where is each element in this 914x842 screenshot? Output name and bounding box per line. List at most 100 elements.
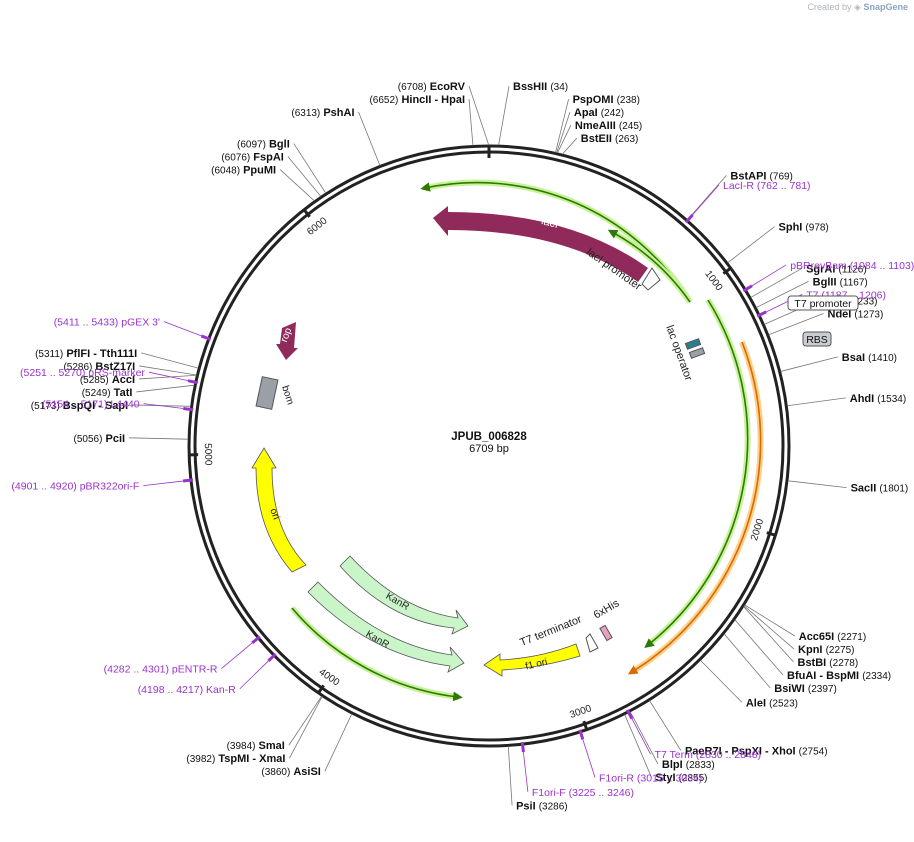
f1-ori-label: f1 ori: [524, 657, 548, 673]
plasmid-name: JPUB_006828: [451, 431, 527, 443]
primer-layer: LacI-R (762 .. 781) pBRrevBam (1084 .. 11…: [11, 180, 914, 799]
primer-connector: [148, 371, 189, 382]
site-connector: [649, 700, 682, 751]
orf-arc-small-line: [607, 229, 691, 303]
site-connector: [288, 695, 322, 746]
tick-label: 1000: [702, 269, 724, 294]
tick-label: 5000: [202, 443, 214, 466]
tick-label: 3000: [568, 703, 593, 721]
site-label-bfuai: BfuAI - BspMI (2334): [787, 670, 891, 682]
primer-connector: [631, 718, 651, 755]
primer-connector: [239, 660, 269, 690]
site-connector: [734, 619, 784, 676]
primer-connector: [163, 321, 202, 337]
site-label-sphi: SphI (978): [779, 222, 829, 234]
primer-label: (4901 .. 4920) pBR322ori-F: [11, 481, 139, 493]
site-label-styi: StyI (2855): [655, 772, 707, 784]
primer-mark: [187, 379, 199, 385]
site-connector: [289, 696, 323, 759]
site-connector: [787, 397, 846, 407]
site-connector: [700, 659, 743, 703]
site-label-asisi: (3860) AsiSI: [261, 766, 320, 778]
site-connector: [768, 313, 824, 336]
site-label-pspomi: PspOMI (238): [573, 94, 640, 106]
site-connector: [507, 746, 513, 806]
site-connector: [727, 226, 775, 263]
primer-mark: [520, 741, 525, 753]
t7-promoter-label: T7 promoter: [794, 298, 852, 310]
lacI-label: lacI: [540, 215, 560, 231]
primer-label: LacI-R (762 .. 781): [723, 180, 811, 192]
site-label-alei: AleI (2523): [746, 697, 798, 709]
primer-mark: [684, 213, 694, 224]
6xHis-box: [599, 624, 613, 642]
primer-label: (4198 .. 4217) Kan-R: [138, 684, 236, 696]
site-label-pshai: (6313) PshAI: [291, 107, 354, 119]
site-connector: [498, 86, 510, 146]
site-connector: [139, 365, 197, 376]
site-label-fspai: (6076) FspAI: [221, 152, 284, 164]
credit-brand: SnapGene: [863, 2, 908, 12]
tick-label: 6000: [305, 215, 330, 238]
site-connector: [136, 384, 195, 393]
site-layer: BssHII (34) PspOMI (238)ApaI (242)NmeAIII…: [31, 81, 908, 812]
rbs-label: RBS: [806, 334, 828, 346]
primer-mark: [626, 709, 634, 720]
site-label-sgrai: SgrAI (1126): [806, 263, 867, 275]
lac-operator-box-1: [684, 338, 702, 350]
ori-arrow: [251, 447, 307, 573]
f1-ori-arrow: [483, 643, 581, 677]
primer-connector: [751, 264, 787, 287]
site-connector: [139, 374, 197, 380]
site-connector: [324, 713, 353, 772]
site-label-pflfi: (5311) PflFI - Tth111I: [35, 348, 137, 360]
orf-arc-bottom-line: [291, 607, 463, 702]
primer-connector: [143, 480, 184, 486]
site-label-bsshii: BssHII (34): [513, 81, 568, 93]
site-connector: [358, 111, 381, 166]
site-label-bsteii: BstEII (263): [581, 133, 639, 145]
primer-mark: [742, 284, 753, 293]
site-label-pcii: (5056) PciI: [74, 433, 126, 445]
site-label-bstz17i: (5286) BstZ17I: [63, 361, 135, 373]
site-connector: [555, 99, 569, 153]
site-connector: [756, 280, 809, 308]
site-connector: [750, 267, 803, 298]
site-connector: [687, 175, 727, 221]
primer-label: pBRrevBam (1084 .. 1103): [790, 260, 914, 272]
kanR-arrow-2: [307, 581, 465, 673]
bom-box: [255, 376, 279, 410]
6xHis-label: 6xHis: [592, 597, 622, 621]
site-connector: [293, 143, 327, 194]
tick-mark-3000: [582, 720, 589, 732]
site-label-kpni: KpnI (2275): [798, 644, 854, 656]
primer-mark: [183, 407, 194, 412]
site-label-paer7i: PaeR7I - PspXI - XhoI (2754): [685, 746, 828, 758]
site-connector: [557, 125, 572, 154]
t7-promoter-box: [787, 295, 859, 311]
primer-connector: [692, 184, 720, 216]
lacI-promoter-arrow: [641, 267, 661, 291]
site-label-ppumi: (6048) PpuMI: [211, 165, 276, 177]
site-label-ecorv: (6708) EcoRV: [398, 81, 466, 93]
site-label-apai: ApaI (242): [574, 107, 624, 119]
site-label-tspmi: (3982) TspMI - XmaI: [186, 753, 285, 765]
site-label-smai: (3984) SmaI: [227, 740, 285, 752]
site-connector: [780, 356, 838, 372]
site-label-nmeaiii: NmeAIII (245): [575, 120, 642, 132]
lac-operator-box-2: [688, 347, 706, 359]
site-label-bspqi: (5173) BspQI - SapI: [31, 400, 128, 412]
site-label-bstbi: BstBI (2278): [798, 657, 859, 669]
site-label-acci: (5285) AccI: [80, 374, 135, 386]
snapgene-credit: Created by ◈ SnapGene: [808, 2, 909, 13]
site-label-bsiwi: BsiWI (2397): [774, 683, 837, 695]
primer-label: (4282 .. 4301) pENTR-R: [104, 664, 218, 676]
site-connector: [562, 137, 578, 155]
primer-mark: [267, 652, 277, 663]
site-connector: [743, 605, 795, 650]
tick-mark-4000: [316, 684, 325, 695]
orf-arc-right-line: [644, 299, 749, 648]
site-connector: [141, 352, 199, 369]
primer-label: T7 Term (2830 .. 2848): [655, 749, 762, 761]
tick-mark-6000: [302, 208, 311, 218]
